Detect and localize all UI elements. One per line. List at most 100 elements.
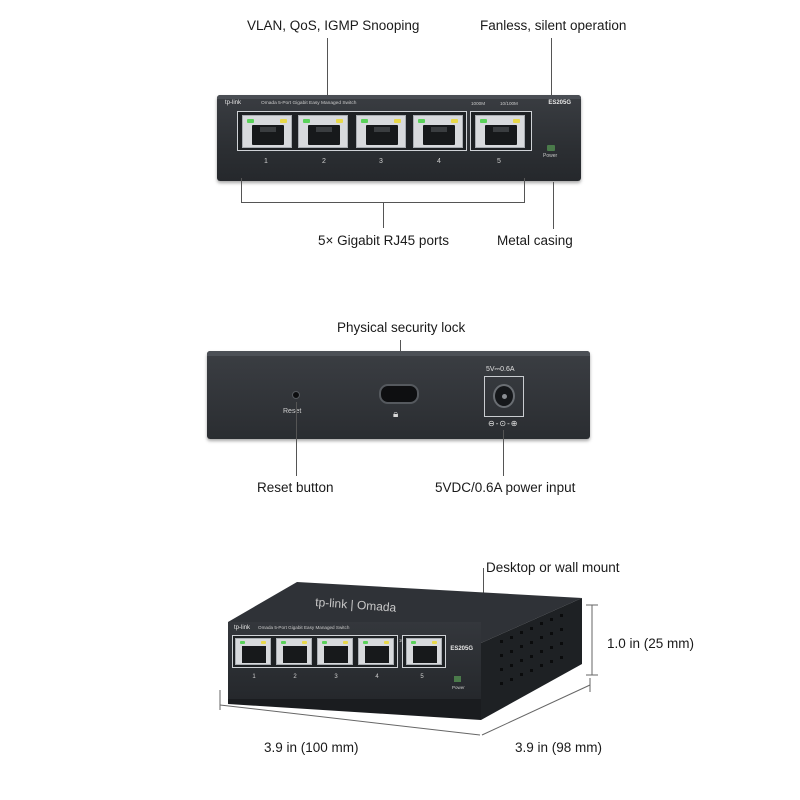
speed-label-1000m: 1000M: [471, 101, 486, 106]
reset-button[interactable]: [292, 391, 300, 399]
reset-label: Reset: [283, 408, 302, 415]
back-panel-top-edge: [207, 351, 590, 356]
link-led-yellow: [384, 641, 389, 644]
top-logo-text: tp-link | Omada: [315, 595, 397, 615]
leader-line-mount: [483, 568, 484, 596]
callout-gigabit-ports: 5× Gigabit RJ45 ports: [318, 233, 449, 248]
callout-depth: 3.9 in (98 mm): [515, 740, 603, 755]
port-number-2: 2: [293, 674, 297, 680]
callout-power-input: 5VDC/0.6A power input: [435, 480, 576, 495]
rj45-jack: [365, 646, 389, 663]
port-number-4: 4: [375, 674, 379, 680]
power-led-label: Power: [543, 153, 558, 159]
leader-line-fanless: [551, 38, 552, 96]
switch-isometric-front: tp-link Omada 5-Port Gigabit Easy Manage…: [228, 622, 481, 699]
callout-fanless: Fanless, silent operation: [480, 18, 627, 33]
rj45-port-2: [276, 638, 312, 665]
link-led-green: [363, 641, 368, 644]
leader-line-power-input: [503, 430, 504, 476]
link-led-yellow: [432, 641, 437, 644]
power-led: [547, 145, 555, 151]
rj45-port-4: [413, 115, 463, 148]
rj45-jack: [366, 125, 398, 145]
model-number: ES205G: [548, 100, 571, 106]
link-led-yellow: [261, 641, 266, 644]
port-bay-5: [402, 635, 446, 668]
port-number-5: 5: [420, 674, 424, 680]
link-led-green: [281, 641, 286, 644]
port-number-5: 5: [497, 158, 501, 165]
rj45-port-5: [406, 638, 442, 665]
leader-line-ports: [383, 202, 384, 228]
rj45-jack: [252, 125, 284, 145]
link-led-green: [411, 641, 416, 644]
link-led-yellow: [302, 641, 307, 644]
depth-dimension-line: [481, 684, 591, 736]
port-number-4: 4: [437, 158, 441, 165]
security-lock-slot: [379, 384, 419, 404]
rj45-jack: [308, 125, 340, 145]
port-bay-5: [470, 111, 532, 151]
rj45-port-2: [298, 115, 348, 148]
width-dimension-line: [219, 704, 481, 736]
port-bay-1-4: [237, 111, 467, 151]
switch-side-surface: [481, 598, 582, 720]
link-led-yellow: [513, 119, 520, 123]
bracket-right-tick: [524, 178, 525, 202]
leader-line-vlan: [327, 38, 328, 98]
switch-bottom-edge: [228, 699, 481, 720]
link-led-green: [303, 119, 310, 123]
leader-line-metal: [553, 182, 554, 229]
link-led-green: [322, 641, 327, 644]
side-vent-holes: [500, 614, 563, 685]
rj45-jack: [485, 125, 517, 145]
port-number-3: 3: [334, 674, 338, 680]
lock-icon: 🔒︎: [393, 409, 399, 420]
port-bay-1-4: [232, 635, 398, 668]
rj45-port-3: [356, 115, 406, 148]
front-panel-top-edge: [217, 95, 581, 99]
port-number-1: 1: [252, 674, 256, 680]
callout-height: 1.0 in (25 mm): [607, 636, 695, 651]
switch-description: Omada 5-Port Gigabit Easy Managed Switch: [258, 625, 350, 630]
link-led-green: [480, 119, 487, 123]
link-led-yellow: [451, 119, 458, 123]
bracket-left-tick: [241, 178, 242, 202]
power-led-label: Power: [452, 685, 465, 690]
link-led-yellow: [394, 119, 401, 123]
port-number-2: 2: [322, 158, 326, 165]
rj45-jack: [242, 646, 266, 663]
callout-metal-casing: Metal casing: [497, 233, 573, 248]
rj45-jack: [324, 646, 348, 663]
switch-back-panel: Reset 🔒︎ 5V⎓0.6A ⊖-⊙-⊕: [207, 351, 590, 439]
power-rating-label: 5V⎓0.6A: [486, 366, 515, 373]
callout-vlan-qos-igmp: VLAN, QoS, IGMP Snooping: [247, 18, 420, 33]
rj45-port-4: [358, 638, 394, 665]
power-led: [454, 676, 461, 682]
rj45-jack: [423, 125, 455, 145]
switch-front-panel: tp-link Omada 5-Port Gigabit Easy Manage…: [217, 95, 581, 181]
model-number: ES205G: [450, 646, 473, 652]
rj45-port-3: [317, 638, 353, 665]
link-led-yellow: [280, 119, 287, 123]
polarity-icon: ⊖-⊙-⊕: [488, 419, 519, 428]
link-led-green: [240, 641, 245, 644]
rj45-jack: [413, 646, 437, 663]
tp-link-logo: tp-link: [234, 625, 251, 631]
power-input-frame: [484, 376, 524, 417]
link-led-yellow: [343, 641, 348, 644]
port-number-3: 3: [379, 158, 383, 165]
switch-description: Omada 5-Port Gigabit Easy Managed Switch: [261, 101, 357, 106]
dc-power-jack[interactable]: [493, 384, 515, 408]
link-led-yellow: [336, 119, 343, 123]
tp-link-logo: tp-link: [225, 100, 242, 106]
rj45-jack: [283, 646, 307, 663]
speed-label-10-100m: 10/100M: [500, 101, 518, 106]
callout-desktop-wall-mount: Desktop or wall mount: [486, 560, 620, 575]
callout-reset-button: Reset button: [257, 480, 334, 495]
link-led-green: [361, 119, 368, 123]
rj45-port-1: [242, 115, 292, 148]
callout-width: 3.9 in (100 mm): [264, 740, 359, 755]
rj45-port-5: [475, 115, 525, 148]
leader-line-reset: [296, 402, 297, 476]
